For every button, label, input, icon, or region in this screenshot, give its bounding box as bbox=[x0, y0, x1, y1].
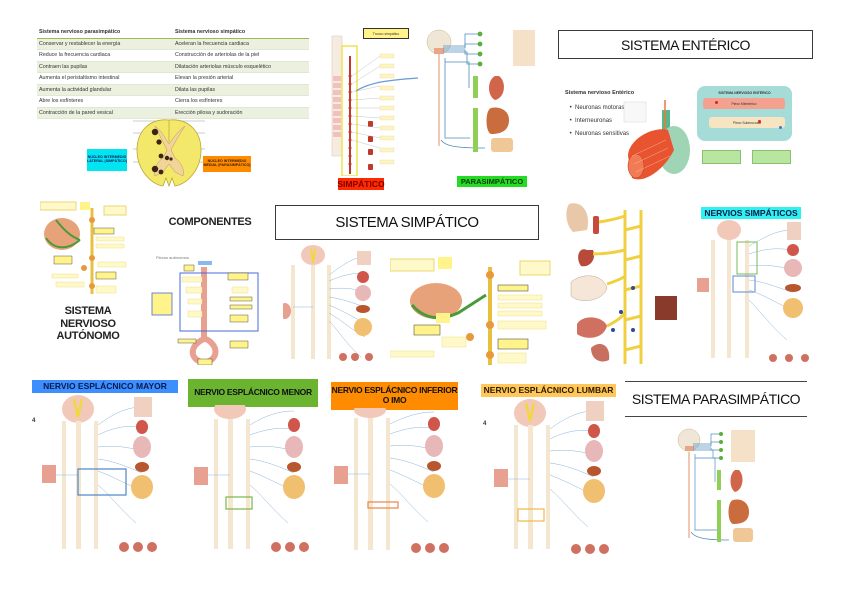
comparison-table: Sistema nervioso parasimpático Sistema n… bbox=[37, 27, 309, 119]
sympathetic-ganglia-chain-icon bbox=[566, 203, 677, 364]
parasympathetic-diagram: PARASIMPÁTICO bbox=[425, 28, 550, 188]
cell-sympathetic: Aceleran la frecuencia cardiaca bbox=[173, 38, 309, 50]
page-marker: 4 bbox=[483, 421, 487, 427]
enteric-bullet-list: Neuronas motoras Interneuronas Neuronas … bbox=[565, 102, 695, 141]
cell-parasympathetic: Contraen las pupilas bbox=[37, 61, 173, 73]
autonomic-plexus-diagram: Plexos autónomos bbox=[150, 255, 275, 365]
spinal-cord-diagram: NÚCLEO INTERMEDIO LATERAL (SIMPÁTICO) NÚ… bbox=[85, 112, 305, 197]
autonomic-title-line: AUTÓNOMO bbox=[56, 330, 120, 343]
lesser-splanchnic-title: NERVIO ESPLÁCNICO MENOR bbox=[188, 379, 318, 407]
cell-parasympathetic: Conservar y restablecer la energía bbox=[37, 38, 173, 50]
sympathetic-trunk-callout: Tronco simpático bbox=[363, 28, 409, 39]
greater-splanchnic-body-map-icon bbox=[42, 395, 157, 552]
least-splanchnic-title: NERVIO ESPLÁCNICO INFERIOR O IMO bbox=[331, 382, 458, 410]
list-item: Neuronas motoras bbox=[575, 102, 695, 115]
sympathetic-trunk-icon bbox=[331, 35, 419, 176]
sympathetic-reflex-diagram bbox=[390, 257, 551, 365]
table-header-row: Sistema nervioso parasimpático Sistema n… bbox=[37, 27, 309, 39]
header-parasympathetic: Sistema nervioso parasimpático bbox=[37, 27, 173, 39]
cell-parasympathetic: Aumenta la actividad glandular bbox=[37, 84, 173, 96]
parasympathetic-pathways-icon bbox=[426, 29, 535, 152]
parasympathetic-title: SISTEMA PARASIMPÁTICO bbox=[625, 381, 807, 417]
sympathetic-chain-diagram: Tronco simpático SIMPÁTICO bbox=[330, 26, 420, 194]
autonomic-title-line: NERVIOSO bbox=[60, 317, 116, 330]
greater-splanchnic-title: NERVIO ESPLÁCNICO MAYOR bbox=[32, 380, 178, 393]
cell-sympathetic: Elevan la presión arterial bbox=[173, 72, 309, 85]
least-splanchnic-body-map-icon bbox=[334, 408, 449, 553]
cell-parasympathetic: Contracción de la pared vesical bbox=[37, 107, 173, 119]
sympathetic-nerves-title: NERVIOS SIMPÁTICOS bbox=[701, 207, 801, 219]
parasympathetic-pathways-small-icon bbox=[677, 428, 755, 542]
neuron-dot-icon bbox=[715, 101, 718, 104]
schema-output-box bbox=[752, 150, 791, 164]
schema-output-box bbox=[702, 150, 741, 164]
autonomic-reflex-diagram bbox=[40, 201, 127, 294]
list-item: Interneuronas bbox=[575, 115, 695, 128]
plexus-label: Plexos autónomos bbox=[156, 255, 189, 260]
intestine-wall-icon bbox=[623, 100, 690, 180]
autonomic-title: SISTEMA NERVIOSO AUTÓNOMO bbox=[48, 305, 128, 343]
sympathetic-nerves-body-map-icon bbox=[697, 220, 809, 362]
neuron-dot-icon bbox=[758, 120, 761, 123]
lesser-splanchnic-body-map-icon bbox=[194, 405, 309, 552]
enteric-schema: SISTEMA NERVIOSO ENTÉRICO Plexo Mientéri… bbox=[697, 86, 792, 141]
spinal-cord-cross-section-icon bbox=[133, 119, 205, 188]
cell-sympathetic: Construcción de arteriolas de la piel bbox=[173, 49, 309, 62]
lumbar-splanchnic-title: NERVIO ESPLÁCNICO LUMBAR bbox=[481, 384, 616, 397]
sensory-neuron-dot-icon bbox=[779, 126, 782, 129]
cell-sympathetic: Dilatación arteriolas músculo esquelétic… bbox=[173, 61, 309, 73]
aorta-plexus-icon bbox=[151, 261, 259, 365]
sympathetic-body-map-icon bbox=[283, 245, 373, 361]
enteric-subtitle: Sistema nervioso Entérico bbox=[565, 90, 635, 96]
cell-parasympathetic: Aumenta el peristaltismo intestinal bbox=[37, 72, 173, 85]
lateral-nucleus-label: NÚCLEO INTERMEDIO LATERAL (SIMPÁTICO) bbox=[87, 149, 127, 171]
cell-sympathetic: Cierra los esfínteres bbox=[173, 95, 309, 108]
page-marker: 4 bbox=[32, 418, 36, 424]
sympathetic-caption: SIMPÁTICO bbox=[337, 178, 385, 190]
submucosal-plexus: Plexo Submucosal bbox=[709, 117, 785, 128]
cell-parasympathetic: Reduce la frecuencia cardiaca bbox=[37, 49, 173, 62]
cell-sympathetic: Dilata las pupilas bbox=[173, 84, 309, 96]
cell-sympathetic: Erección pilosa y sudoración bbox=[173, 107, 309, 119]
myenteric-plexus: Plexo Mientérico bbox=[703, 98, 785, 109]
cell-parasympathetic: Abre los esfínteres bbox=[37, 95, 173, 108]
autonomic-title-line: SISTEMA bbox=[64, 305, 112, 317]
parasympathetic-caption: PARASIMPÁTICO bbox=[457, 176, 527, 187]
lumbar-splanchnic-body-map-icon bbox=[494, 399, 609, 554]
schema-title: SISTEMA NERVIOSO ENTÉRICO bbox=[718, 91, 771, 95]
list-item: Neuronas sensitivas bbox=[575, 128, 695, 141]
enteric-summary: Sistema nervioso Entérico Neuronas motor… bbox=[565, 90, 695, 185]
sympathetic-title: SISTEMA SIMPÁTICO bbox=[275, 205, 539, 240]
enteric-title: SISTEMA ENTÉRICO bbox=[558, 30, 813, 59]
header-sympathetic: Sistema nervioso simpático bbox=[173, 27, 309, 39]
components-label: COMPONENTES bbox=[168, 216, 252, 228]
medial-nucleus-label: NÚCLEO INTERMEDIO MEDIAL (PARASIMPÁTICO) bbox=[203, 156, 251, 172]
